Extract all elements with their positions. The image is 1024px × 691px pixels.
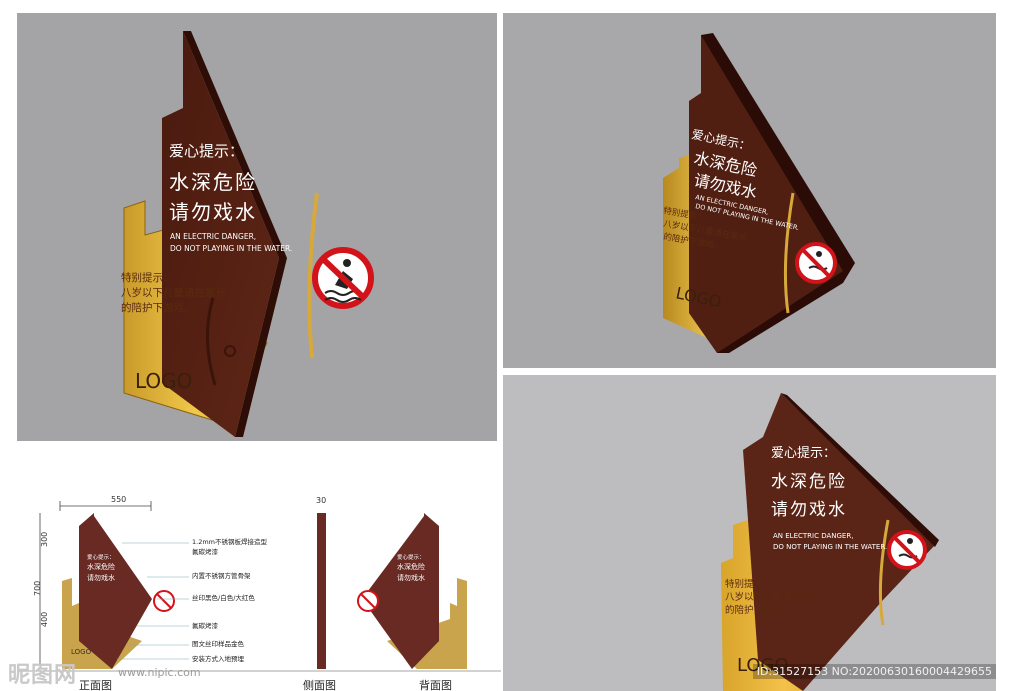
note-6: 图文丝印样品金色 [192,639,245,648]
note-2: 氟碳烤漆 [192,547,219,556]
note-4: 丝印黑色/白色/大红色 [192,593,255,602]
english-line2: DO NOT PLAYING IN THE WATER. [170,244,292,253]
label-side: 侧面图 [303,679,336,691]
svg-text:AN ELECTRIC DANGER,: AN ELECTRIC DANGER, [773,532,853,540]
note-7: 安装方式入地预埋 [192,654,245,663]
render-angled-view: 爱心提示： 水深危险 请勿戏水 AN ELECTRIC DANGER, DO N… [503,13,996,368]
render-front-view: 爱心提示： 水深危险 请勿戏水 AN ELECTRIC DANGER, DO N… [17,13,497,441]
note-1: 1.2mm不锈钢板焊接造型 [192,537,268,546]
no-swimming-icon [887,530,927,570]
dim-bottom: 400 [40,612,49,627]
svg-text:请勿戏水: 请勿戏水 [397,573,425,582]
svg-text:八岁以下儿童请在家长: 八岁以下儿童请在家长 [725,591,821,603]
logo-text: LOGO [135,369,192,393]
watermark-url: www.nipic.com [118,666,201,679]
no-swimming-icon [312,247,374,309]
english-line1: AN ELECTRIC DANGER, [170,232,256,241]
label-back: 背面图 [419,678,452,691]
svg-text:DO NOT PLAYING IN THE WATER.: DO NOT PLAYING IN THE WATER. [773,543,887,551]
svg-text:爱心提示：: 爱心提示： [397,553,425,561]
watermark-brand: 昵图网 [8,663,78,688]
svg-text:请勿戏水: 请勿戏水 [771,500,847,520]
note-3: 内置不锈钢方管骨架 [192,571,251,580]
brown-panel [162,31,279,437]
special-line2: 的陪护下游戏。 [121,301,195,314]
title-line1: 水深危险 [169,170,257,194]
title-small: 爱心提示： [169,142,244,160]
dim-top: 300 [40,532,49,547]
svg-text:LOGO: LOGO [71,648,92,656]
watermark-id: ID:31527153 NO:20200630160004429655 [752,664,996,679]
dim-width: 550 [111,495,126,504]
svg-text:水深危险: 水深危险 [397,562,425,571]
svg-text:水深危险: 水深危险 [771,472,847,492]
svg-text:特别提示：: 特别提示： [725,578,773,590]
render-side-angle-view: 爱心提示： 水深危险 请勿戏水 AN ELECTRIC DANGER, DO N… [503,375,996,691]
dim-side: 30 [316,496,326,505]
special-line1: 八岁以下儿童请在家长 [121,286,226,299]
note-5: 氟碳烤漆 [192,621,219,630]
front-view-drawing: 爱心提示： 水深危险 请勿戏水 LOGO [62,513,175,669]
svg-text:的陪护下游戏。: 的陪护下游戏。 [725,604,792,616]
label-front: 正面图 [79,679,112,691]
side-view-drawing: 30 [316,496,326,669]
svg-text:爱心提示：: 爱心提示： [87,553,115,561]
special-title: 特别提示： [121,272,174,284]
svg-text:请勿戏水: 请勿戏水 [87,573,115,582]
back-view-drawing: 爱心提示： 水深危险 请勿戏水 [357,513,467,669]
title-line2: 请勿戏水 [169,200,257,224]
dim-total: 700 [33,581,42,596]
svg-text:LOGO: LOGO [737,655,789,676]
notes [117,542,189,660]
no-swimming-icon [795,242,837,284]
svg-text:爱心提示：: 爱心提示： [771,445,836,461]
svg-text:水深危险: 水深危险 [87,562,115,571]
technical-drawing: 550 300 700 400 爱心提示： 水深危险 请勿戏水 LOGO 1.2… [17,451,501,691]
